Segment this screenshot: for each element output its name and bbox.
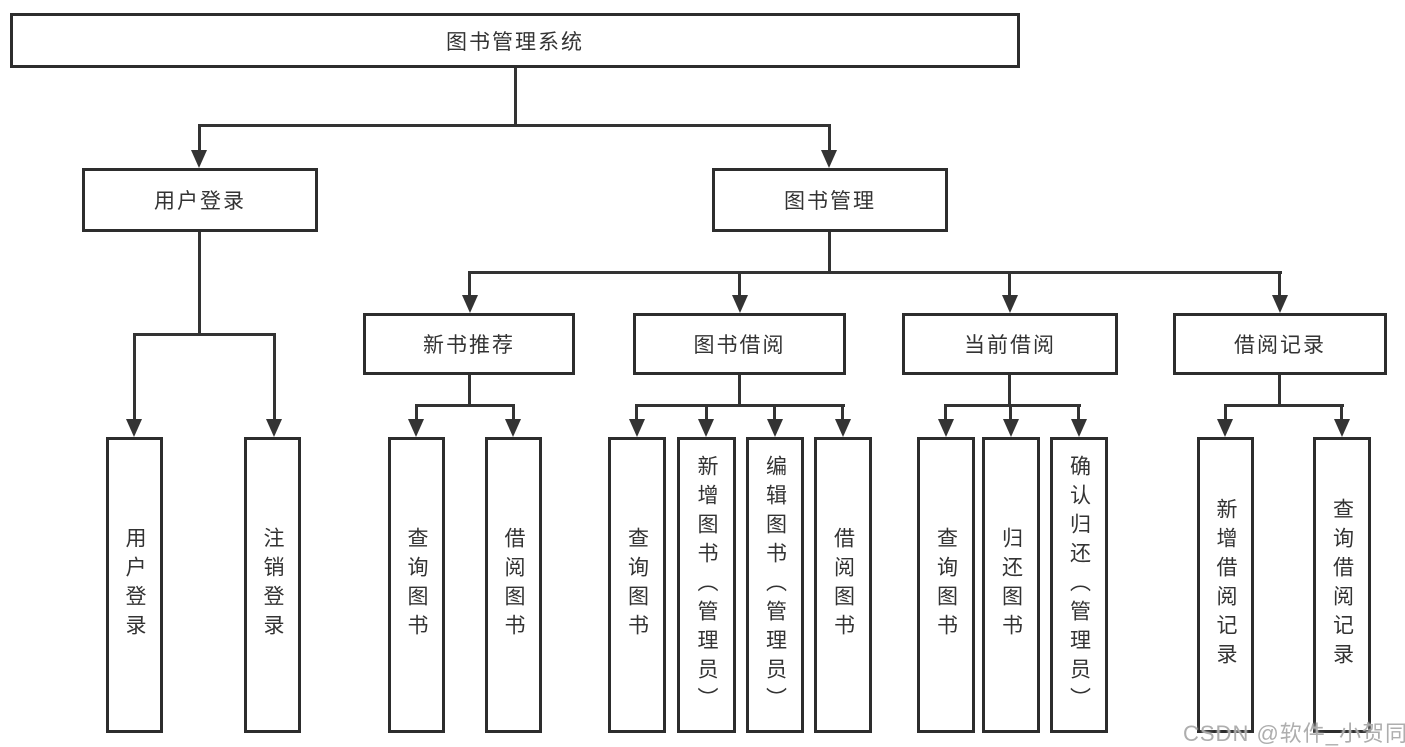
leaf-return-books: 归还图书 <box>982 437 1040 733</box>
node-book-borrowing: 图书借阅 <box>633 313 846 375</box>
leaf-edit-books-admin: 编辑图书（管理员） <box>746 437 804 733</box>
leaf-query-books-recommend: 查询图书 <box>388 437 445 733</box>
connector-line <box>944 404 947 422</box>
connector-line <box>415 404 515 407</box>
connector-line <box>841 404 844 422</box>
connector-line <box>944 404 1081 407</box>
arrowhead-down-icon <box>938 419 954 437</box>
node-book-management: 图书管理 <box>712 168 948 232</box>
connector-line <box>1008 271 1011 297</box>
arrowhead-down-icon <box>629 419 645 437</box>
connector-line <box>1278 271 1281 297</box>
connector-line <box>1278 375 1281 407</box>
arrowhead-down-icon <box>191 150 207 168</box>
connector-line <box>1009 404 1012 422</box>
connector-line <box>1224 404 1227 422</box>
node-user-login: 用户登录 <box>82 168 318 232</box>
node-new-book-recommend: 新书推荐 <box>363 313 575 375</box>
arrowhead-down-icon <box>126 419 142 437</box>
connector-line <box>415 404 418 422</box>
arrowhead-down-icon <box>1272 295 1288 313</box>
leaf-logout: 注销登录 <box>244 437 301 733</box>
arrowhead-down-icon <box>1334 419 1350 437</box>
arrowhead-down-icon <box>266 419 282 437</box>
leaf-user-login: 用户登录 <box>106 437 163 733</box>
connector-line <box>738 375 741 407</box>
arrowhead-down-icon <box>1003 419 1019 437</box>
leaf-borrow-books: 借阅图书 <box>814 437 872 733</box>
node-library-management-system: 图书管理系统 <box>10 13 1020 68</box>
arrowhead-down-icon <box>505 419 521 437</box>
connector-line <box>512 404 515 422</box>
connector-line <box>133 333 276 336</box>
arrowhead-down-icon <box>835 419 851 437</box>
connector-line <box>635 404 638 422</box>
connector-line <box>273 333 276 421</box>
arrowhead-down-icon <box>462 295 478 313</box>
leaf-add-books-admin: 新增图书（管理员） <box>677 437 736 733</box>
leaf-add-borrow-record: 新增借阅记录 <box>1197 437 1254 733</box>
connector-line <box>198 124 831 127</box>
connector-line <box>1077 404 1080 422</box>
connector-line <box>468 271 471 297</box>
arrowhead-down-icon <box>821 150 837 168</box>
leaf-query-books-current: 查询图书 <box>917 437 975 733</box>
connector-line <box>469 271 1282 274</box>
leaf-confirm-return-admin: 确认归还（管理员） <box>1050 437 1108 733</box>
leaf-borrow-books-recommend: 借阅图书 <box>485 437 542 733</box>
connector-line <box>738 271 741 297</box>
arrowhead-down-icon <box>732 295 748 313</box>
connector-line <box>198 124 201 154</box>
node-current-borrowing: 当前借阅 <box>902 313 1118 375</box>
arrowhead-down-icon <box>1002 295 1018 313</box>
connector-line <box>1008 375 1011 407</box>
connector-line <box>1340 404 1343 422</box>
connector-line <box>705 404 708 422</box>
connector-line <box>468 375 471 407</box>
arrowhead-down-icon <box>1217 419 1233 437</box>
connector-line <box>1224 404 1344 407</box>
connector-line <box>514 68 517 126</box>
arrowhead-down-icon <box>698 419 714 437</box>
connector-line <box>635 404 845 407</box>
leaf-query-borrow-record: 查询借阅记录 <box>1313 437 1371 733</box>
csdn-watermark: CSDN @软件_小贺同学 <box>1183 721 1405 746</box>
connector-line <box>828 124 831 154</box>
arrowhead-down-icon <box>408 419 424 437</box>
node-borrowing-records: 借阅记录 <box>1173 313 1387 375</box>
connector-line <box>773 404 776 422</box>
arrowhead-down-icon <box>1071 419 1087 437</box>
connector-line <box>133 333 136 421</box>
arrowhead-down-icon <box>767 419 783 437</box>
leaf-query-books-borrowing: 查询图书 <box>608 437 666 733</box>
connector-line <box>828 232 831 274</box>
connector-line <box>198 232 201 336</box>
